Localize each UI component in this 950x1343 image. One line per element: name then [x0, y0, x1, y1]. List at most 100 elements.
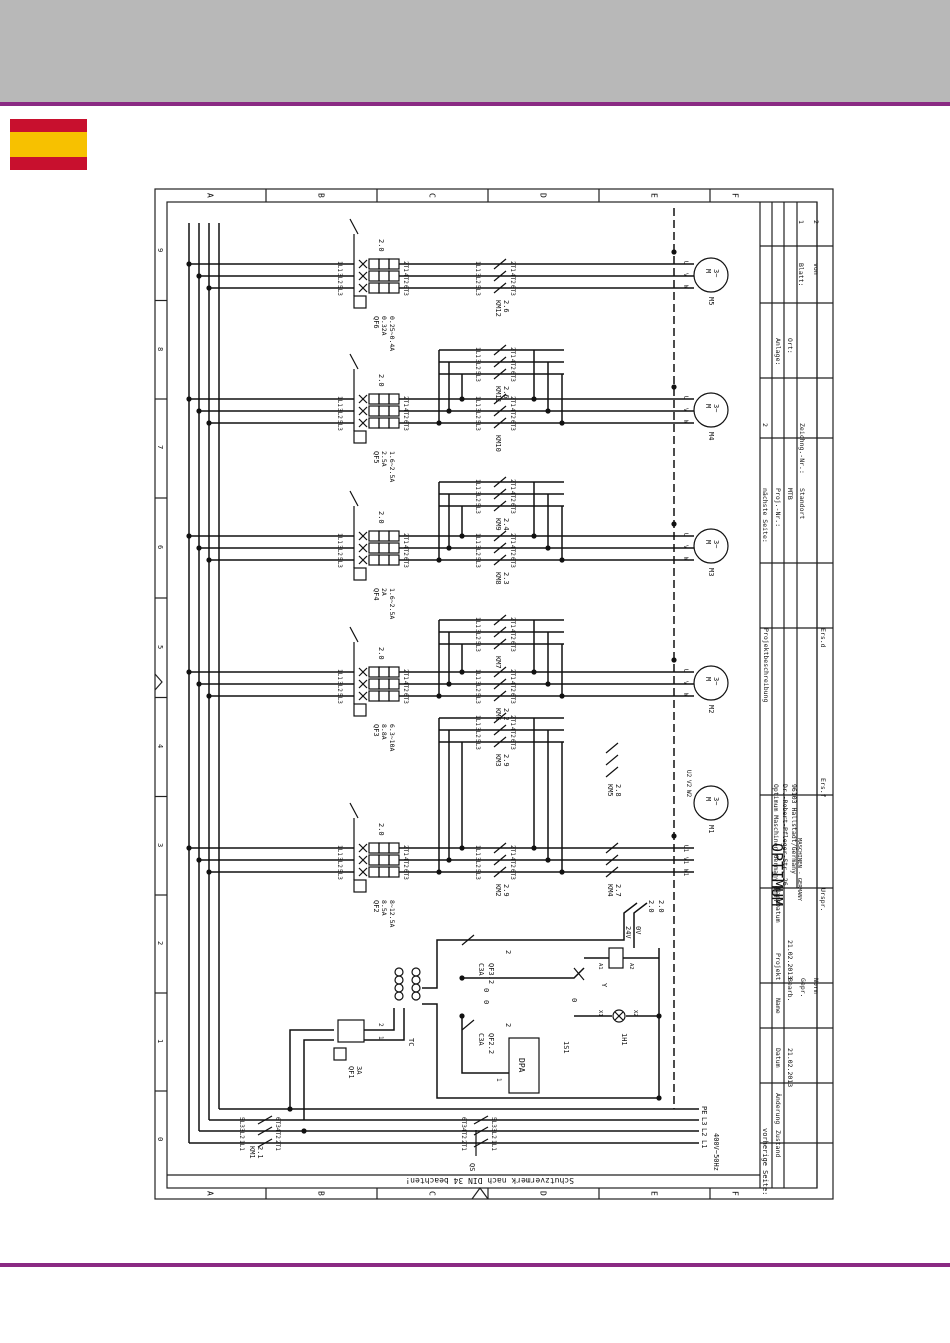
aux-contact: [349, 490, 359, 507]
column-number: 8: [156, 347, 164, 351]
next-page-label: nächste Seite:: [761, 488, 769, 543]
tc-coil: [394, 967, 404, 977]
lamp-term: X1: [597, 1010, 603, 1017]
lamp-1h1: [612, 1009, 626, 1023]
motor-terminal: W2: [685, 790, 692, 798]
qf1-rating: 3A: [355, 1066, 363, 1075]
ort: Ort:: [786, 338, 794, 354]
aux-contact: [349, 626, 359, 643]
qf22-term: 2: [504, 1023, 512, 1027]
contactor-contact: [493, 417, 507, 429]
tc-coil: [411, 983, 421, 993]
breaker-cell: [388, 393, 400, 405]
breaker-cell: [378, 417, 390, 429]
von-value: 2: [812, 220, 820, 224]
tc-coil: [394, 983, 404, 993]
breaker-cell: [378, 666, 390, 678]
qs-term: 4T2: [460, 1128, 467, 1139]
contactor-contact: [493, 270, 507, 282]
contactor-contact: [493, 258, 507, 270]
spain-flag-icon[interactable]: [10, 119, 87, 170]
von-label: von: [812, 263, 820, 275]
dpa-wire: [461, 1018, 509, 1074]
out-24v: [574, 902, 638, 941]
rev-header: Zustand: [774, 1130, 782, 1157]
junction-dot: [186, 669, 192, 675]
motor-circle: [693, 528, 729, 564]
junction-dot: [206, 420, 212, 426]
contactor-contact: [493, 614, 507, 626]
breaker-out-term: 2T1: [402, 845, 409, 856]
contactor-contact: [605, 754, 619, 766]
junction-dots: [186, 249, 677, 1134]
supply-voltage-label: 400V~50Hz: [712, 1133, 720, 1171]
junction-dot: [186, 261, 192, 267]
breaker-cell: [378, 690, 390, 702]
junction-dot: [206, 693, 212, 699]
breaker-out-term: 4T2: [402, 681, 409, 692]
motor-terminal: V: [682, 273, 689, 277]
rev-header: Änderung: [774, 1093, 783, 1124]
junction-dot: [206, 285, 212, 291]
breaker-in-term: 3L2: [336, 273, 343, 284]
breaker-cell: [378, 866, 390, 878]
km-term: 2T1: [509, 715, 516, 726]
zone-letter: C: [428, 193, 437, 198]
km-term: 4T2: [509, 681, 516, 692]
breaker-in-term: 5L3: [336, 693, 343, 704]
junction-dot: [446, 545, 452, 551]
junction-dot: [196, 681, 202, 687]
contactor-label: KM12: [494, 300, 502, 317]
km-term: 2T1: [509, 845, 516, 856]
breaker-range: 1.6~2.5A: [388, 588, 396, 619]
lamp-term: X2: [632, 1010, 638, 1017]
km-term: 5L3: [474, 557, 481, 568]
contactor-contact: [605, 854, 619, 866]
project-role: Bearb.: [786, 978, 794, 1001]
contactor-contact: [493, 476, 507, 488]
zone-letter: A: [206, 1191, 215, 1196]
breaker-rating: 0.32A: [380, 316, 388, 336]
junction-dot: [446, 681, 452, 687]
contactor-contact: [493, 500, 507, 512]
junction-dot: [196, 545, 202, 551]
qf32-term: 2: [504, 950, 512, 954]
qf1-handle: [333, 1047, 347, 1061]
breaker-cell: [388, 282, 400, 294]
breaker-handle: [353, 430, 367, 444]
contactor-contact: [493, 690, 507, 702]
breaker-cross: [358, 855, 368, 865]
junction-dot: [531, 669, 537, 675]
contactor-contact: [493, 368, 507, 380]
qf1-term: 2: [377, 1023, 384, 1027]
breaker-cell: [368, 393, 380, 405]
breaker-cell: [378, 554, 390, 566]
breaker-cell: [378, 270, 390, 282]
motor-symbol: 3~: [712, 269, 720, 277]
junction-dot: [186, 533, 192, 539]
junction-dot: [459, 669, 465, 675]
motor-terminal: U: [682, 669, 689, 673]
contactor-label: KM6: [494, 708, 502, 721]
ers-d: Ers.d: [819, 628, 827, 648]
motor-terminal: W: [682, 285, 689, 289]
breaker-label: QF5: [372, 451, 380, 464]
tr-primary: [364, 1008, 405, 1041]
breaker-cell: [378, 542, 390, 554]
motor-terminal: U: [682, 396, 689, 400]
km-term: 6T3: [509, 503, 516, 514]
breaker-in-term: 3L2: [336, 681, 343, 692]
center-mark: [154, 673, 163, 691]
company-line: Dr.-Robert-Pfleger-Str. 26: [781, 784, 789, 886]
breaker-label: QF6: [372, 316, 380, 329]
contactor-contact: [493, 530, 507, 542]
km-term: 4T2: [509, 359, 516, 370]
breaker-cell: [388, 258, 400, 270]
km1-label: KM1: [248, 1146, 256, 1159]
km-term: 3L2: [474, 359, 481, 370]
breaker-rating: 8.5A: [380, 900, 388, 916]
km-term: 1L1: [474, 347, 481, 358]
junction-dot: [545, 545, 551, 551]
supply-line-label: L2: [700, 1128, 708, 1136]
out-0v-label: 0V: [634, 926, 642, 935]
